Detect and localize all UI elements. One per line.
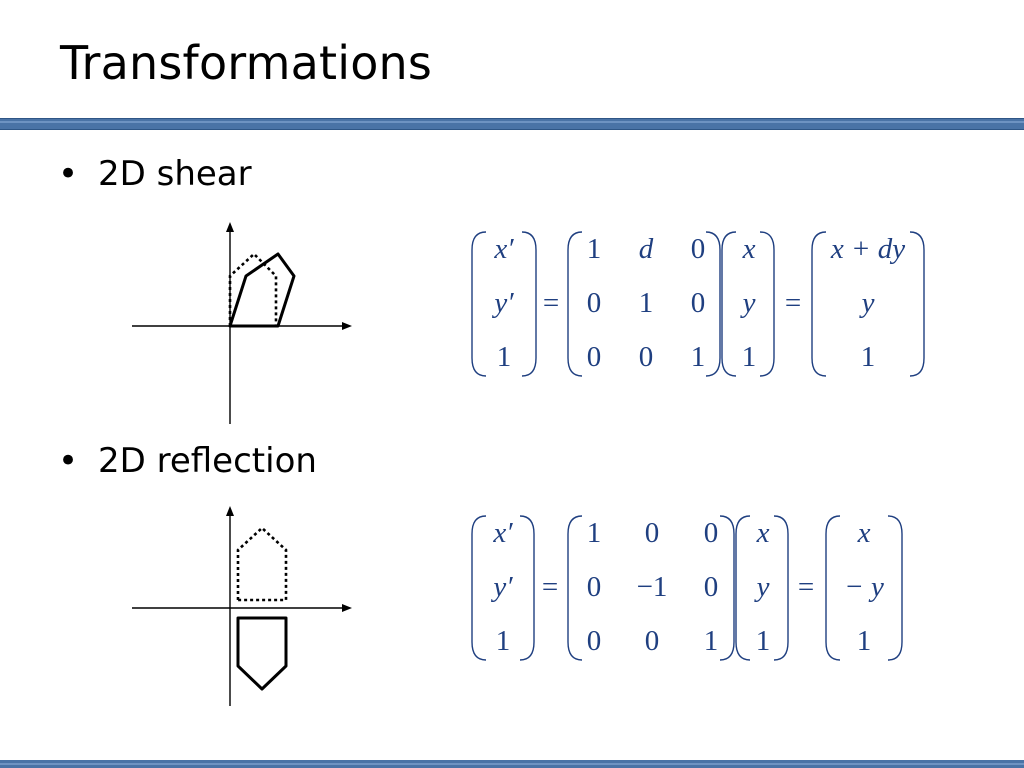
shear-m12: 0 — [691, 287, 706, 319]
shear-m02: 0 — [691, 233, 706, 265]
refl-in-y: y — [754, 571, 770, 603]
reflection-axes — [132, 506, 352, 706]
shear-diagram — [132, 222, 352, 424]
sheared-shape — [228, 252, 296, 328]
bullet-dot: • — [58, 441, 79, 481]
refl-res-x: x — [857, 517, 871, 549]
refl-in-1: 1 — [756, 625, 771, 657]
refl-m11: −1 — [637, 571, 668, 603]
shear-m01: d — [639, 233, 654, 265]
shear-axes — [132, 222, 352, 424]
slide-title: Transformations — [60, 36, 433, 90]
bullet-shear-label: 2D shear — [98, 154, 252, 194]
bullet-reflection-label: 2D reflection — [98, 441, 317, 481]
refl-m12: 0 — [704, 571, 719, 603]
title-divider — [0, 118, 1024, 130]
refl-m02: 0 — [704, 517, 719, 549]
shear-m22: 1 — [691, 341, 706, 373]
refl-m10: 0 — [587, 571, 602, 603]
shear-m20: 0 — [587, 341, 602, 373]
reflected-shape — [236, 616, 288, 691]
shear-equation: x′ y′ 1 = 1 d 0 0 1 0 0 0 1 x y 1 = x + … — [471, 231, 925, 377]
refl-m01: 0 — [645, 517, 660, 549]
shear-equals-2: = — [785, 287, 801, 319]
shear-res-x: x + dy — [830, 233, 905, 265]
shear-m21: 0 — [639, 341, 654, 373]
shear-res-y: y — [859, 287, 875, 319]
refl-out-y: y′ — [490, 571, 513, 603]
reflection-diagram — [132, 506, 352, 706]
bullet-shear: • 2D shear — [58, 154, 252, 194]
refl-out-1: 1 — [496, 625, 511, 657]
shear-out-x: x′ — [493, 233, 514, 265]
shear-in-x: x — [742, 233, 756, 265]
refl-m20: 0 — [587, 625, 602, 657]
original-shape — [228, 252, 278, 328]
shear-m00: 1 — [587, 233, 602, 265]
shear-out-1: 1 — [497, 341, 512, 373]
footer-divider — [0, 760, 1024, 768]
original-shape — [236, 526, 288, 602]
refl-equals-2: = — [798, 571, 814, 603]
refl-res-1: 1 — [857, 625, 872, 657]
refl-m22: 1 — [704, 625, 719, 657]
shear-m11: 1 — [639, 287, 654, 319]
shear-equals-1: = — [543, 287, 559, 319]
refl-m00: 1 — [587, 517, 602, 549]
shear-out-y: y′ — [491, 287, 514, 319]
shear-m10: 0 — [587, 287, 602, 319]
reflection-equation: x′ y′ 1 = 1 0 0 0 −1 0 0 0 1 x y 1 = x −… — [471, 515, 903, 661]
refl-m21: 0 — [645, 625, 660, 657]
bullet-reflection: • 2D reflection — [58, 441, 317, 481]
bullet-dot: • — [58, 154, 79, 194]
shear-in-1: 1 — [742, 341, 757, 373]
refl-res-y: − y — [844, 571, 884, 603]
refl-equals-1: = — [542, 571, 558, 603]
shear-in-y: y — [740, 287, 756, 319]
refl-in-x: x — [756, 517, 770, 549]
refl-out-x: x′ — [492, 517, 513, 549]
shear-res-1: 1 — [861, 341, 876, 373]
